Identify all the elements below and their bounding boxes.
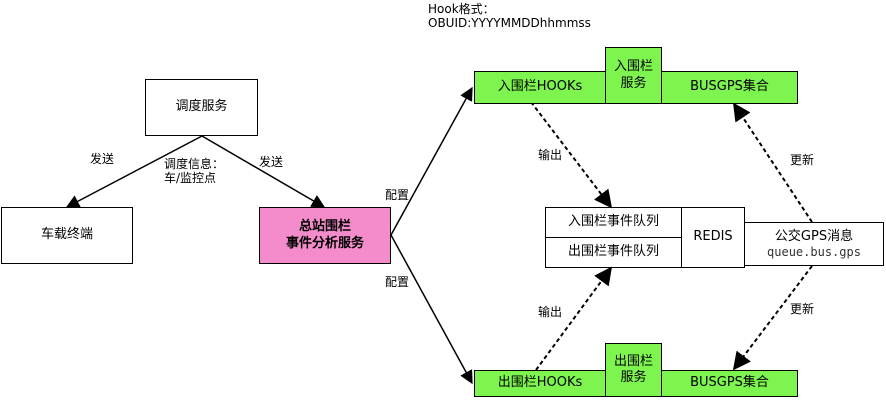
hook-format-label: Hook格式：OBUID:YYYYMMDDhhmmss	[428, 2, 591, 31]
output-bottom-label: 输出	[538, 305, 563, 319]
arrow-gps-to-out-busgps	[732, 265, 813, 371]
dispatch-info-label: 调度信息： 车/监控点	[164, 157, 225, 186]
arrow-gps-to-in-busgps	[733, 102, 813, 223]
arrow-dispatch-to-vehicle	[65, 135, 203, 208]
dispatch-service-node: 调度服务	[145, 79, 258, 136]
out-fence-event-queue: 出围栏事件队列	[545, 237, 682, 268]
arrow-dispatch-to-station	[201, 135, 326, 208]
out-fence-busgps-node: BUSGPS集合	[661, 370, 798, 397]
send-left-label: 发送	[90, 152, 115, 166]
in-fence-busgps-node: BUSGPS集合	[661, 71, 798, 104]
output-top-label: 输出	[538, 148, 563, 162]
in-fence-service-node: 入围栏 服务	[605, 47, 662, 104]
arrow-station-to-out-hooks	[390, 234, 473, 385]
in-fence-event-queue: 入围栏事件队列	[545, 207, 682, 238]
config-top-label: 配置	[385, 188, 410, 202]
arrow-in-hooks-to-queue	[530, 101, 613, 209]
in-fence-hooks-node: 入围栏HOOKs	[474, 71, 606, 104]
config-bottom-label: 配置	[385, 275, 410, 289]
station-fence-service-node: 总站围栏 事件分析服务	[259, 207, 391, 264]
out-fence-service-node: 出围栏 服务	[605, 343, 662, 397]
send-right-label: 发送	[259, 155, 284, 169]
bus-gps-message-node: 公交GPS消息 queue.bus.gps	[744, 222, 884, 266]
vehicle-terminal-node: 车载终端	[1, 207, 133, 264]
out-fence-hooks-node: 出围栏HOOKs	[474, 370, 606, 397]
arrow-station-to-in-hooks	[390, 86, 473, 236]
bus-gps-message-title: 公交GPS消息	[774, 229, 854, 244]
update-bottom-label: 更新	[790, 302, 815, 316]
arrow-out-hooks-to-queue	[535, 266, 613, 371]
redis-node: REDIS	[681, 207, 745, 268]
update-top-label: 更新	[790, 153, 815, 167]
bus-gps-queue-name: queue.bus.gps	[767, 244, 861, 259]
